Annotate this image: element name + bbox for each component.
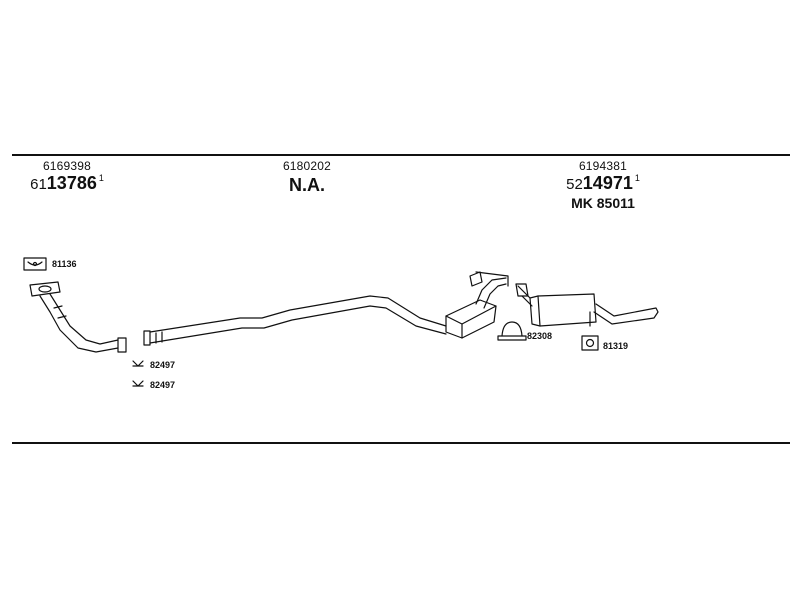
section-middle-part-number: 6180202: [282, 159, 332, 173]
label-rear-clamp: 82308: [527, 331, 553, 341]
section-front-order-number: 13786: [46, 173, 97, 193]
section-middle-header: 6180202 N.A.: [262, 160, 352, 194]
bottom-rule: [12, 442, 790, 444]
section-front-part-number: 6169398: [42, 159, 92, 173]
section-rear-mk: MK 85011: [548, 196, 658, 210]
label-gasket-front: 81136: [52, 259, 77, 269]
rear-clamp-icon: [497, 321, 527, 341]
section-rear-mk-number: 85011: [596, 195, 635, 211]
section-rear-mk-label: MK: [571, 195, 593, 211]
section-front-order-suffix: 1: [98, 173, 104, 183]
front-pipe-shape: [29, 281, 127, 353]
rear-muffler-shape: [515, 283, 659, 327]
section-rear-order-prefix: 52: [566, 176, 583, 193]
gasket-front-icon: [23, 257, 47, 271]
rubber-mount-icon: [581, 335, 599, 351]
label-rubber-mount: 81319: [603, 341, 629, 351]
section-rear-order-suffix: 1: [634, 173, 640, 183]
section-front-order-prefix: 61: [30, 176, 47, 193]
label-clamp-1: 82497: [150, 360, 176, 370]
label-clamp-2: 82497: [150, 380, 176, 390]
clamp-2-icon: [132, 380, 144, 387]
clamp-1-icon: [132, 360, 144, 367]
middle-pipe-shape: [143, 295, 447, 346]
section-rear-order-number: 14971: [582, 173, 633, 193]
middle-muffler-shape: [445, 271, 509, 339]
section-rear-part-number: 6194381: [578, 159, 628, 173]
top-rule: [12, 154, 790, 156]
section-middle-order-text: N.A.: [289, 175, 325, 195]
